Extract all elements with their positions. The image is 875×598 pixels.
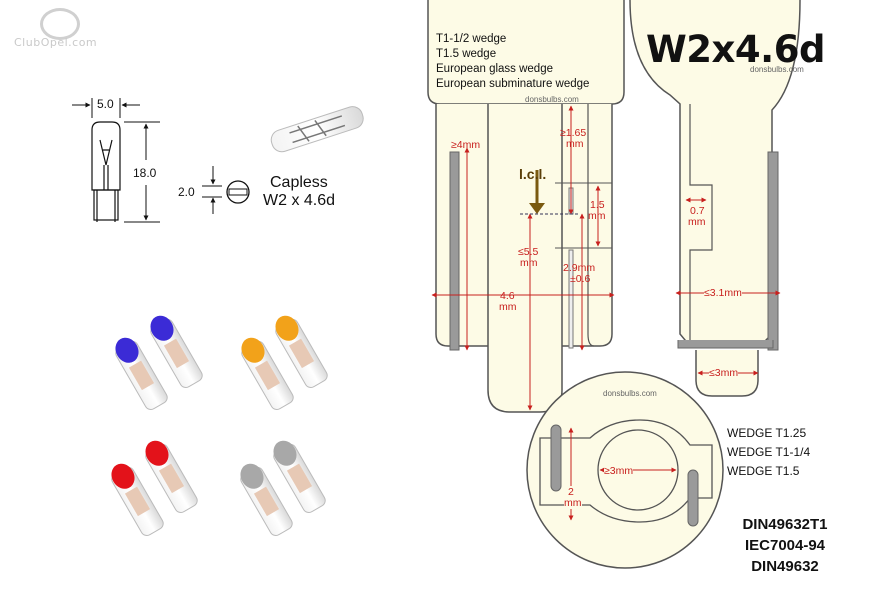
front-view-drawing (427, 0, 625, 413)
dim-5-5: ≤5.5 (518, 246, 539, 258)
spec-title: W2x4.6d (646, 28, 825, 71)
alias-item: European glass wedge (436, 63, 553, 75)
front-view-dimensions (431, 105, 615, 411)
led-bulb-silver-2 (273, 440, 326, 513)
dim-3-1: ≤3.1mm (704, 287, 742, 299)
standard-item: IEC7004-94 (744, 537, 826, 554)
wedge-name-item: WEDGE T1.5 (727, 464, 800, 478)
bulb-outline-drawing (91, 121, 121, 222)
dim-1-65: ≥1.65 (560, 127, 587, 139)
alias-item: T1-1/2 wedge (436, 33, 507, 45)
dim-2-9: 2.9mm (563, 262, 596, 274)
led-bulb-red-2 (145, 440, 198, 513)
wedge-name-item: WEDGE T1-1/4 (727, 445, 811, 459)
site-credit-top: donsbulbs.com (750, 65, 804, 74)
bulb-height-label: 18.0 (133, 166, 157, 180)
dim-4-6-unit: mm (499, 301, 517, 313)
standard-item: DIN49632T1 (742, 516, 828, 533)
base-height-label: 2.0 (178, 185, 195, 199)
icl-label: l.c.l. (519, 166, 547, 182)
led-bulb-blue-1 (115, 337, 168, 410)
led-bulb-amber-1 (241, 337, 294, 410)
dim-2-bottom-unit: mm (564, 497, 582, 509)
site-credit-bottom: donsbulbs.com (603, 389, 657, 398)
capless-line1: Capless (270, 174, 328, 191)
bulb-dim-lines (72, 98, 222, 223)
dim-1-5-unit: mm (588, 210, 606, 222)
dim-0-7-unit: mm (688, 216, 706, 228)
dim-2-9-tol: ±0.6 (570, 273, 591, 285)
site-credit-front: donsbulbs.com (525, 95, 579, 104)
alias-item: European subminature wedge (436, 78, 590, 90)
dim-1-65-unit: mm (566, 138, 584, 150)
dim-5-5-unit: mm (520, 257, 538, 269)
dim-1-5: 1.5 (590, 199, 605, 211)
dim-0-7: 0.7 (690, 205, 705, 217)
dim-3: ≤3mm (709, 367, 739, 379)
dim-4mm: ≥4mm (451, 139, 481, 151)
clear-bulb-photo (270, 106, 364, 153)
dim-3mm-bottom: ≥3mm (604, 465, 634, 477)
standards-list: DIN49632T1 IEC7004-94 DIN49632 (722, 514, 848, 577)
dim-2-bottom: 2 (568, 486, 574, 498)
led-bulb-red-1 (111, 463, 164, 536)
standard-item: DIN49632 (751, 558, 819, 575)
wedge-name-item: WEDGE T1.25 (727, 426, 807, 440)
wedge-name-list: WEDGE T1.25 WEDGE T1-1/4 WEDGE T1.5 (727, 424, 810, 481)
alias-item: T1.5 wedge (436, 48, 497, 60)
capless-line2: W2 x 4.6d (263, 192, 336, 209)
capless-base-icon (226, 180, 250, 204)
led-bulb-amber-2 (275, 315, 328, 388)
led-bulb-silver-1 (240, 463, 293, 536)
dim-4-6: 4.6 (500, 290, 515, 302)
alias-list: T1-1/2 wedge T1.5 wedge European glass w… (436, 32, 589, 92)
bulb-width-label: 5.0 (97, 97, 114, 111)
led-bulb-blue-2 (150, 315, 203, 388)
watermark-text: ClubOpel.com (14, 36, 98, 49)
clubopel-logo (40, 8, 80, 40)
